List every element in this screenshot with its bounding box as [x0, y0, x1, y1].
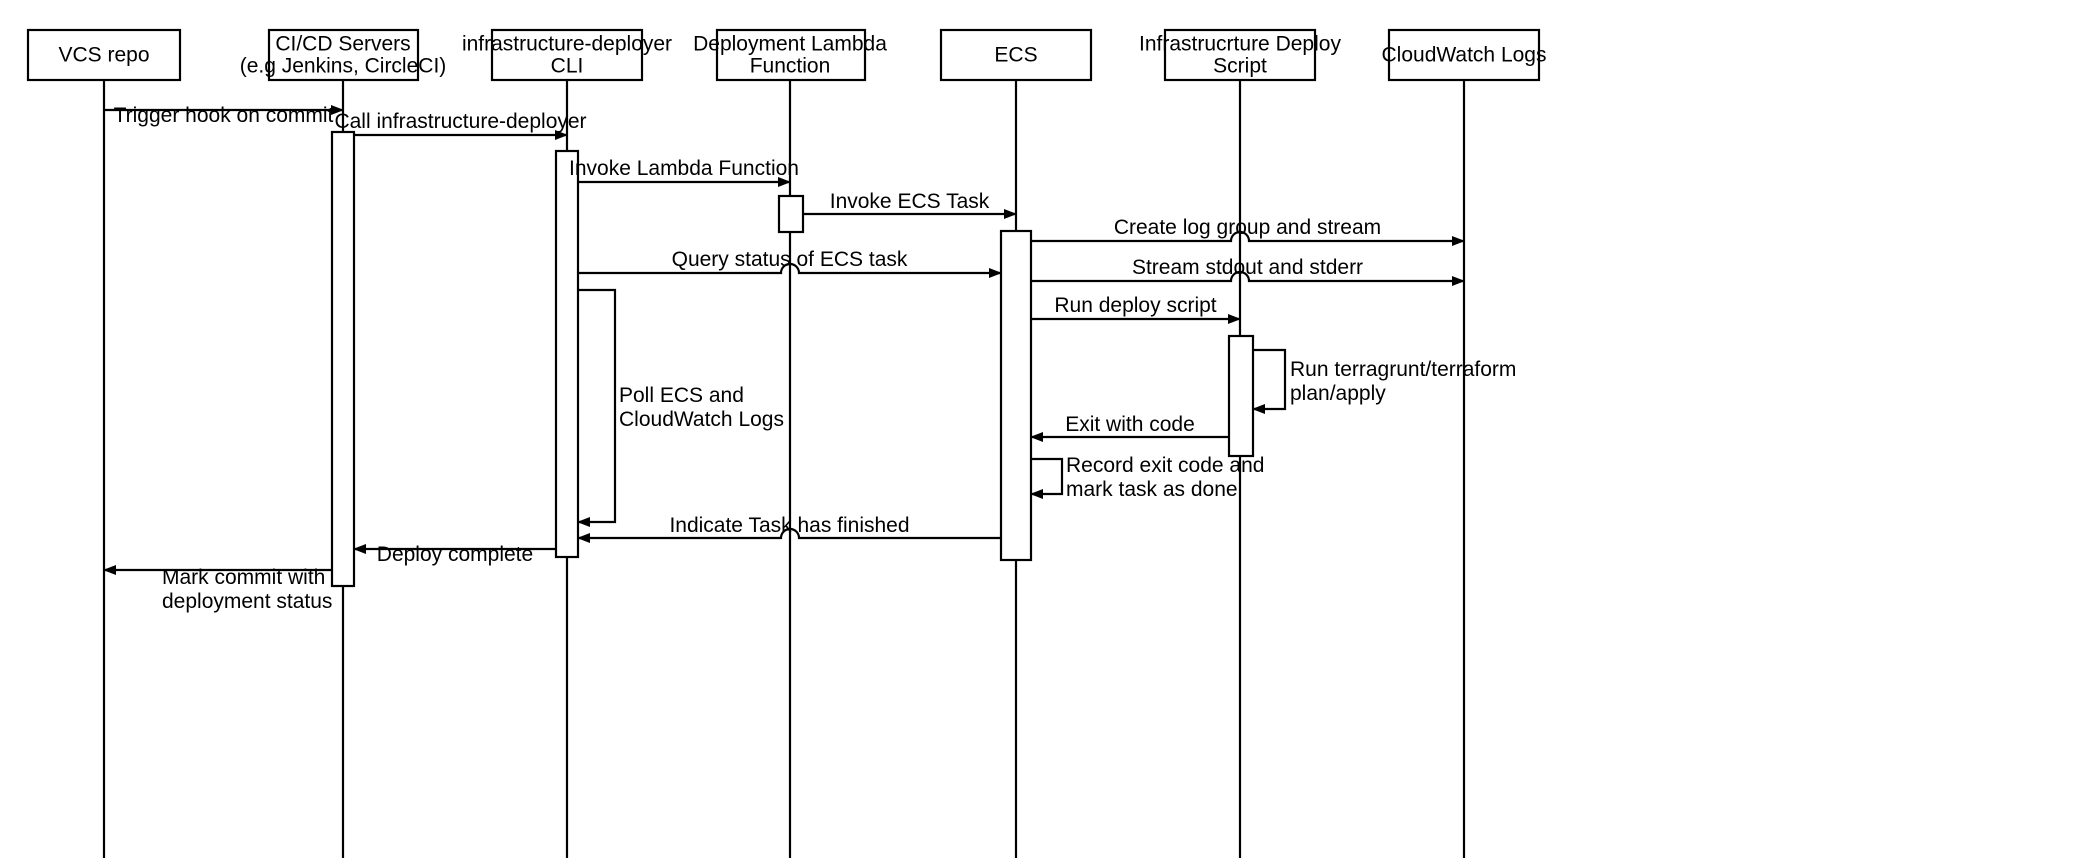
participant-box-ecs [939, 28, 1093, 82]
activation-bar-lambda [777, 194, 805, 234]
self-message-arrow-s1 [577, 288, 617, 527]
message-label-m5: Create log group and stream [1114, 216, 1381, 239]
message-label-m11: Deploy complete [377, 543, 533, 566]
message-m9: Exit with code [1030, 413, 1229, 442]
message-m2: Call infrastructure-deployer [334, 110, 587, 140]
participant-box-script [1163, 28, 1317, 82]
message-label-m2: Call infrastructure-deployer [334, 110, 586, 133]
message-m3: Invoke Lambda Function [569, 157, 799, 187]
participant-label-logs: CloudWatch Logs [1382, 44, 1547, 67]
self-message-label-s1: Poll ECS and [619, 384, 744, 407]
participant-label-lambda: Deployment Lambda [693, 33, 887, 56]
message-label-m4: Invoke ECS Task [830, 190, 990, 213]
participant-label-cicd: CI/CD Servers [275, 33, 410, 56]
message-m1: Trigger hook on commit [104, 104, 344, 127]
participant-label-cicd: (e.g Jenkins, CircleCI) [240, 55, 447, 78]
message-label-m7: Stream stdout and stderr [1132, 256, 1363, 279]
message-arrow-m5 [1031, 230, 1465, 246]
message-label-m8: Run deploy script [1054, 294, 1216, 317]
activations-group [330, 130, 1255, 588]
message-m10: Indicate Task has finished [577, 514, 1001, 543]
message-m7: Stream stdout and stderr [1031, 256, 1465, 286]
self-message-label-s1: CloudWatch Logs [619, 408, 784, 431]
participant-label-cli: infrastructure-deployer [462, 33, 672, 56]
message-arrow-m6 [578, 262, 1002, 278]
participant-label-ecs: ECS [994, 44, 1037, 67]
activation-bar-script [1227, 334, 1255, 458]
participant-box-lambda [715, 28, 867, 82]
participant-label-cli: CLI [551, 55, 584, 78]
message-label-m12: deployment status [162, 590, 332, 613]
participant-label-script: Infrastrucrture Deploy [1139, 33, 1341, 56]
participant-box-logs [1387, 28, 1541, 82]
participant-box-cli [490, 28, 644, 82]
self-message-label-s2: plan/apply [1290, 382, 1386, 405]
message-m4: Invoke ECS Task [803, 190, 1017, 219]
message-label-m9: Exit with code [1065, 413, 1195, 436]
self-message-label-s3: mark task as done [1066, 478, 1238, 501]
self-message-arrow-s3 [1030, 457, 1064, 499]
participant-label-script: Script [1213, 55, 1267, 78]
participant-label-vcs: VCS repo [58, 44, 149, 67]
message-m11: Deploy complete [353, 543, 556, 566]
message-label-m6: Query status of ECS task [672, 248, 908, 271]
message-arrow-m7 [1031, 270, 1465, 286]
activation-bar-cicd [330, 130, 356, 588]
message-label-m10: Indicate Task has finished [669, 514, 909, 537]
participant-logs[interactable]: CloudWatch Logs [1382, 28, 1547, 82]
participants-group: VCS repo CI/CD Servers(e.g Jenkins, Circl… [26, 28, 1547, 82]
message-m6: Query status of ECS task [578, 248, 1002, 278]
participant-cicd[interactable]: CI/CD Servers(e.g Jenkins, CircleCI) [240, 28, 447, 82]
message-arrow-m10 [577, 527, 1001, 543]
message-label-m1: Trigger hook on commit [114, 104, 334, 127]
participant-box-vcs [26, 28, 182, 82]
participant-box-cicd [267, 28, 420, 82]
message-m5: Create log group and stream [1031, 216, 1465, 246]
self-message-arrow-s2 [1252, 348, 1287, 414]
activation-bar-ecs [999, 229, 1033, 562]
activation-bar-cli [554, 149, 580, 559]
participant-label-lambda: Function [750, 55, 831, 78]
participant-vcs[interactable]: VCS repo [26, 28, 182, 82]
message-m8: Run deploy script [1031, 294, 1241, 324]
message-label-m12: Mark commit with [162, 566, 325, 589]
self-message-label-s3: Record exit code and [1066, 454, 1264, 477]
self-message-label-s2: Run terragrunt/terraform [1290, 358, 1516, 381]
message-label-m3: Invoke Lambda Function [569, 157, 799, 180]
participant-ecs[interactable]: ECS [939, 28, 1093, 82]
